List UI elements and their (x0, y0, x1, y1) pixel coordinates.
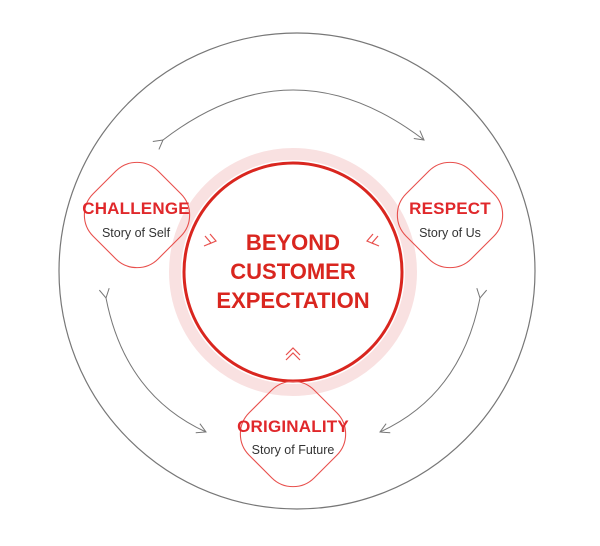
node-title-respect: RESPECT (409, 199, 491, 218)
node-title-originality: ORIGINALITY (237, 417, 349, 436)
center-line: BEYOND (245, 230, 341, 255)
center-line: CUSTOMER (230, 259, 356, 284)
center-halo (169, 148, 417, 396)
arrow-challenge-respect (152, 89, 425, 150)
chevron-right-icon (203, 233, 217, 247)
outer-circle (58, 32, 536, 510)
center-text: BEYOND CUSTOMER EXPECTATION (216, 228, 369, 315)
node-subtitle-challenge: Story of Self (101, 226, 171, 240)
diamond-originality (239, 380, 347, 488)
arrow-challenge-originality (98, 288, 207, 434)
arrow-respect-originality (379, 288, 488, 434)
chevron-left-icon (366, 233, 380, 247)
center-line: EXPECTATION (216, 288, 370, 313)
node-subtitle-originality: Story of Future (251, 443, 335, 457)
node-title-challenge: CHALLENGE (82, 199, 190, 218)
diamond-respect (396, 161, 504, 269)
chevron-up-icon (285, 347, 301, 361)
node-subtitle-respect: Story of Us (419, 226, 481, 240)
diamond-challenge (83, 161, 191, 269)
